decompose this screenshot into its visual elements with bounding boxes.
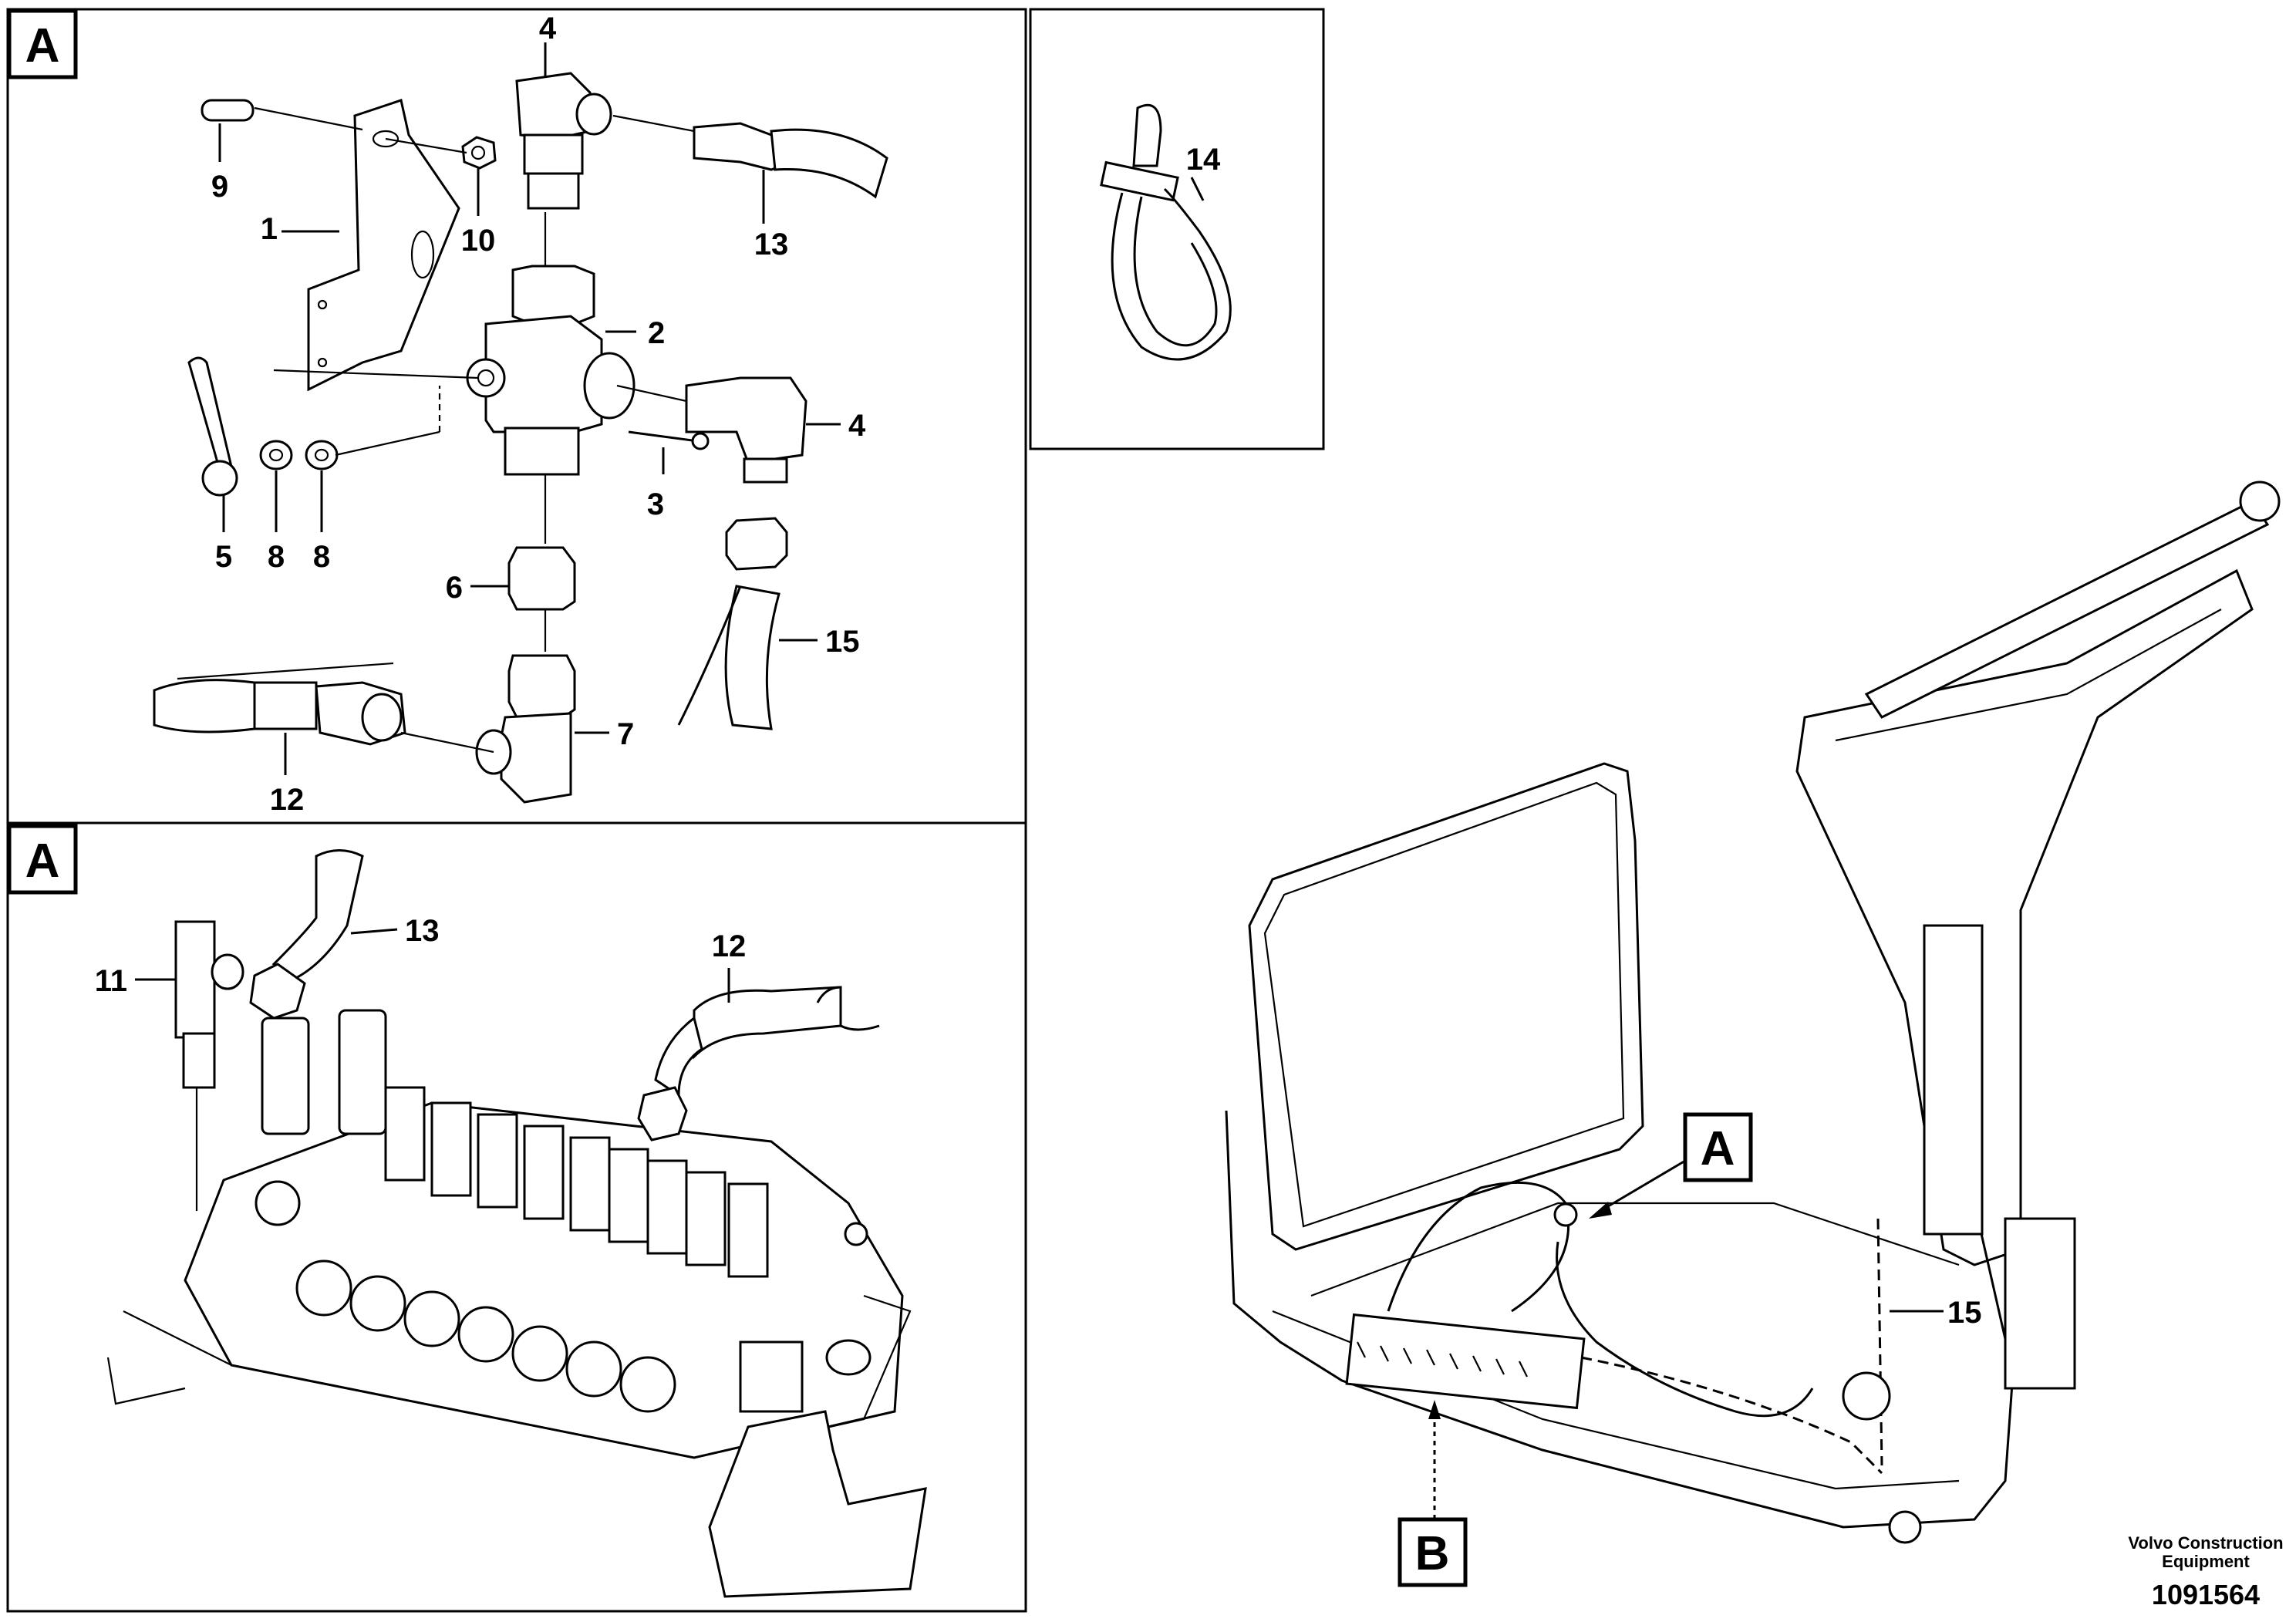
leader-lines-top bbox=[218, 42, 841, 775]
panel-bottom-left-frame bbox=[6, 821, 1027, 1613]
callout-4-top: 4 bbox=[539, 12, 557, 46]
callout-2: 2 bbox=[648, 316, 665, 350]
callout-10: 10 bbox=[461, 224, 496, 258]
pin bbox=[201, 99, 255, 122]
callout-15-machine: 15 bbox=[1947, 1296, 1982, 1330]
hose-right bbox=[677, 517, 788, 730]
callout-5: 5 bbox=[215, 540, 232, 574]
washer-2 bbox=[305, 440, 339, 470]
tee-block bbox=[466, 315, 636, 476]
excavator-frame bbox=[1225, 481, 2281, 1544]
hose-13-bottom bbox=[249, 849, 364, 1020]
svg-text:A: A bbox=[25, 835, 60, 888]
leader-lines-bottom bbox=[135, 928, 730, 1211]
callout-12-bottom: 12 bbox=[712, 929, 747, 963]
brand-line-2: Equipment bbox=[2162, 1552, 2250, 1571]
bracket bbox=[307, 99, 460, 392]
elbow-fitting-bottom bbox=[475, 654, 576, 804]
callout-3: 3 bbox=[647, 487, 664, 521]
callout-8-right: 8 bbox=[313, 540, 330, 574]
callouts-bottom: 11 12 13 bbox=[95, 914, 747, 998]
callout-6: 6 bbox=[446, 571, 463, 605]
tee-fitting bbox=[174, 920, 244, 1089]
callout-8-left: 8 bbox=[268, 540, 285, 574]
callout-9: 9 bbox=[211, 170, 228, 204]
lever bbox=[187, 356, 238, 497]
leader-tie bbox=[1190, 177, 1205, 201]
washer-1 bbox=[259, 440, 293, 470]
callout-13-bottom: 13 bbox=[405, 914, 440, 948]
adapter-fitting bbox=[507, 546, 576, 611]
nut bbox=[461, 136, 497, 170]
elbow-fitting-top bbox=[515, 72, 612, 210]
callout-14: 14 bbox=[1186, 143, 1221, 177]
fitting-upper bbox=[511, 265, 595, 325]
svg-text:A: A bbox=[1701, 1122, 1735, 1175]
callout-12: 12 bbox=[270, 783, 305, 817]
elbow-fitting-right bbox=[685, 376, 807, 484]
callout-1: 1 bbox=[261, 212, 278, 246]
hose-bottom-left bbox=[153, 662, 406, 746]
callout-11: 11 bbox=[95, 964, 127, 998]
panel-label-bottom: A bbox=[7, 824, 78, 895]
panel-label-top: A bbox=[7, 8, 78, 79]
valve-sections bbox=[255, 1009, 868, 1413]
panel-cable-tie-frame bbox=[1029, 8, 1325, 450]
zoom-label-b: B bbox=[1397, 1400, 1468, 1587]
zoom-label-a: A bbox=[1589, 1112, 1753, 1219]
brand-line-1: Volvo Construction bbox=[2128, 1533, 2283, 1553]
callout-13: 13 bbox=[754, 228, 789, 261]
callouts-top: 1 2 3 4 4 5 6 7 8 8 9 10 12 13 15 bbox=[211, 12, 866, 817]
document-number: 1091564 bbox=[2152, 1579, 2260, 1610]
hose-top-right bbox=[693, 122, 888, 199]
hose-12-bottom bbox=[637, 986, 880, 1141]
callout-15: 15 bbox=[825, 625, 860, 659]
callout-4-right: 4 bbox=[848, 409, 866, 443]
svg-text:A: A bbox=[25, 19, 60, 73]
cable-tie bbox=[1100, 103, 1232, 361]
screw bbox=[628, 430, 710, 450]
svg-text:B: B bbox=[1415, 1527, 1450, 1580]
callout-7: 7 bbox=[617, 717, 634, 751]
